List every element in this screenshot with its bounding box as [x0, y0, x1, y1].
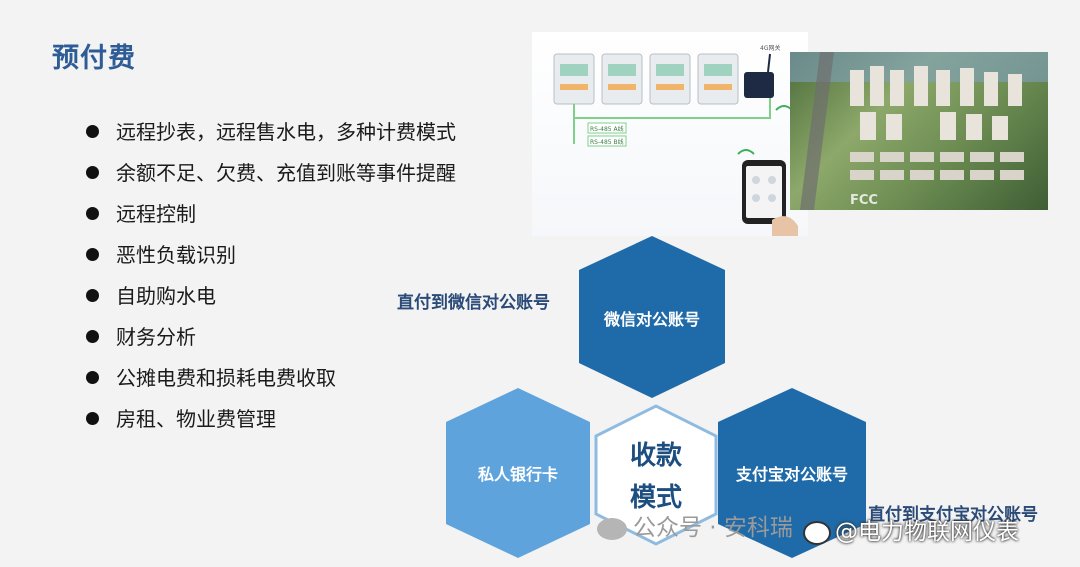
weibo-watermark-text: @电力物联网仪表	[835, 519, 1019, 545]
meters-photo: 4G网关 RS-485 A线 RS-485 B线	[532, 32, 808, 236]
gateway-icon	[744, 53, 774, 98]
wechat-watermark-text: 公众号 · 安科瑞	[633, 515, 793, 541]
meter-icon	[649, 53, 691, 105]
residential-aerial-photo: FCC	[790, 52, 1048, 210]
bus-label: RS-485 B线	[590, 138, 624, 146]
feature-item: 公摊电费和损耗电费收取	[86, 358, 456, 399]
payment-mode-title: 收款 模式	[616, 435, 696, 519]
meters-illustration: 4G网关 RS-485 A线 RS-485 B线	[553, 44, 798, 236]
alipay-note: 直付到支付宝对公账号	[868, 505, 1038, 525]
hex-wechat-label: 微信对公账号	[603, 310, 701, 329]
weibo-watermark: @电力物联网仪表	[803, 512, 1019, 546]
slide-title: 预付费	[52, 43, 136, 74]
hex-bank-label: 私人银行卡	[477, 465, 559, 484]
meter-icon	[601, 53, 643, 105]
feature-item: 远程控制	[86, 194, 456, 235]
meter-icon	[697, 53, 739, 105]
feature-item: 远程抄表，远程售水电，多种计费模式	[86, 112, 456, 153]
gateway-label: 4G网关	[760, 44, 780, 52]
feature-item: 财务分析	[86, 317, 456, 358]
meter-icon	[553, 53, 595, 105]
phone-icon	[742, 160, 798, 236]
feature-item: 自助购水电	[86, 276, 456, 317]
wechat-note: 直付到微信对公账号	[397, 293, 550, 313]
wechat-watermark: 公众号 · 安科瑞	[597, 508, 793, 542]
weibo-icon	[803, 520, 831, 545]
feature-list: 远程抄表，远程售水电，多种计费模式 余额不足、欠费、充值到账等事件提醒 远程控制…	[86, 112, 456, 440]
wechat-icon	[597, 517, 627, 540]
photo-logo: FCC	[850, 193, 878, 208]
payment-mode-line: 收款	[629, 441, 682, 471]
feature-item: 余额不足、欠费、充值到账等事件提醒	[86, 153, 456, 194]
payment-mode-line: 模式	[629, 483, 682, 513]
aerial-illustration: FCC	[790, 52, 1048, 210]
feature-item: 房租、物业费管理	[86, 399, 456, 440]
feature-item: 恶性负载识别	[86, 235, 456, 276]
bus-label: RS-485 A线	[590, 125, 624, 133]
hex-alipay-label: 支付宝对公账号	[735, 465, 849, 484]
